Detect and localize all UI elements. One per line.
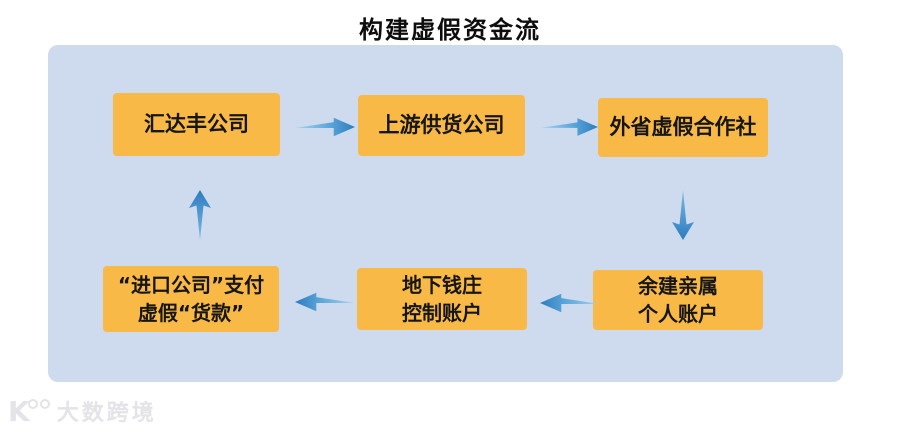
flow-box-underground-bank: 地下钱庄 控制账户	[357, 268, 527, 330]
box-line: 上游供货公司	[378, 112, 505, 137]
flow-box-fake-cooperative: 外省虚假合作社	[598, 98, 768, 157]
brand-watermark: K 大数跨境	[8, 398, 157, 426]
arrow-left-icon	[540, 293, 600, 313]
flow-panel: 汇达丰公司 上游供货公司 外省虚假合作社 “进口公司”支付 虚假“货款” 地下钱…	[48, 45, 843, 382]
box-line: 汇达丰公司	[144, 111, 249, 136]
arrow-right-icon	[295, 117, 355, 137]
box-line: “进口公司”支付	[117, 273, 265, 297]
flow-box-huidafeng: 汇达丰公司	[113, 93, 280, 156]
flow-box-import-payment: “进口公司”支付 虚假“货款”	[103, 266, 279, 332]
flow-box-relative-accounts: 余建亲属 个人账户	[593, 270, 763, 330]
flow-box-upstream-supplier: 上游供货公司	[358, 95, 525, 156]
watermark-text: 大数跨境	[56, 400, 157, 426]
arrow-up-icon	[189, 190, 211, 240]
box-line: 虚假“货款”	[137, 301, 245, 325]
box-line: 余建亲属	[638, 274, 718, 298]
box-line: 地下钱庄	[402, 273, 482, 297]
arrow-left-icon	[295, 292, 355, 312]
arrow-down-icon	[672, 190, 694, 240]
box-line: 控制账户	[402, 301, 482, 325]
box-line: 个人账户	[638, 302, 718, 326]
brand-logo-icon: K	[8, 398, 50, 426]
arrow-right-icon	[540, 118, 598, 136]
box-line: 外省虚假合作社	[609, 114, 757, 139]
page-title: 构建虚假资金流	[359, 16, 541, 44]
